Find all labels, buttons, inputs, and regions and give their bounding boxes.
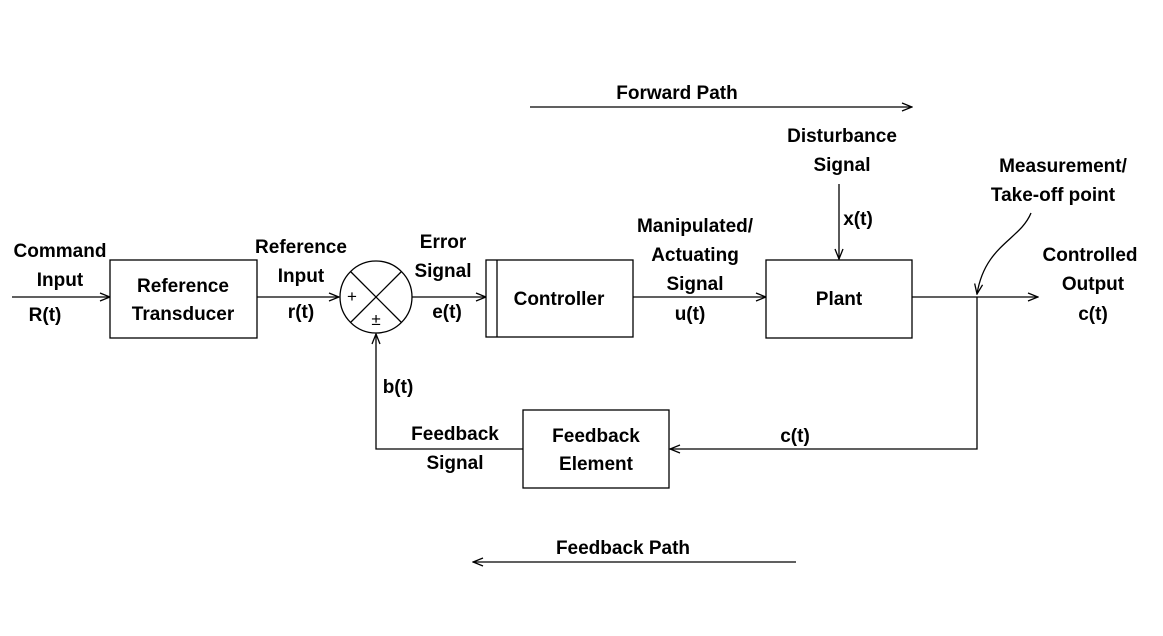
feedback-element-box <box>522 409 670 489</box>
disturbance-signal-line2: Signal <box>813 155 870 176</box>
plant-label: Plant <box>816 289 863 310</box>
reference-input-line1: Reference <box>255 237 347 258</box>
error-signal: Error Signal e(t) <box>412 232 486 323</box>
feedback-path: Feedback Path <box>473 538 796 562</box>
command-input-symbol: R(t) <box>29 305 62 326</box>
reference-transducer-box <box>109 259 258 339</box>
controller-block: Controller <box>485 259 634 338</box>
feedback-element-block: Feedback Element <box>522 409 670 489</box>
manipulated-signal-line1: Manipulated/ <box>637 216 754 237</box>
disturbance-signal-symbol: x(t) <box>843 209 873 230</box>
measurement-point-line2: Take-off point <box>991 185 1116 206</box>
controlled-output-line1: Controlled <box>1043 245 1138 266</box>
summing-point-plus-minus: ± <box>371 310 380 329</box>
controller-label: Controller <box>514 289 605 310</box>
feedback-element-line1: Feedback <box>552 426 640 447</box>
controlled-output-symbol: c(t) <box>1078 304 1108 325</box>
feedback-signal-line1: Feedback <box>411 424 499 445</box>
feedback-signal-line <box>376 334 523 450</box>
feedback-element-line2: Element <box>559 454 634 475</box>
forward-path: Forward Path <box>530 83 912 107</box>
manipulated-signal: Manipulated/ Actuating Signal u(t) <box>633 216 766 325</box>
measurement-point-pointer <box>977 212 1032 294</box>
feedback-loop: c(t) <box>670 297 978 449</box>
feedback-path-label: Feedback Path <box>556 538 690 559</box>
reference-input-line2: Input <box>278 266 325 287</box>
reference-input-symbol: r(t) <box>288 302 314 323</box>
summing-point-cross-b <box>350 271 402 323</box>
plant-block: Plant <box>765 259 913 339</box>
feedback-return-line <box>670 297 978 449</box>
manipulated-signal-line3: Signal <box>666 274 723 295</box>
disturbance-signal-line1: Disturbance <box>787 126 897 147</box>
summing-point-plus: + <box>347 287 357 306</box>
plant-box <box>765 259 913 339</box>
feedback-signal-symbol: b(t) <box>383 377 414 398</box>
reference-transducer-block: Reference Transducer <box>109 259 258 339</box>
reference-transducer-line1: Reference <box>137 276 229 297</box>
reference-transducer-line2: Transducer <box>132 304 235 325</box>
measurement-point-line1: Measurement/ <box>999 156 1127 177</box>
controlled-output-line2: Output <box>1062 274 1125 295</box>
controlled-output: Controlled Output c(t) <box>912 245 1138 325</box>
manipulated-signal-line2: Actuating <box>651 245 739 266</box>
forward-path-label: Forward Path <box>616 83 737 104</box>
error-signal-line2: Signal <box>414 261 471 282</box>
command-input-line2: Input <box>37 270 84 291</box>
reference-input: Reference Input r(t) <box>255 237 347 323</box>
feedback-input-symbol: c(t) <box>780 426 810 447</box>
command-input-line1: Command <box>14 241 107 262</box>
measurement-point: Measurement/ Take-off point <box>977 156 1128 294</box>
error-signal-line1: Error <box>420 232 467 253</box>
command-input: Command Input R(t) <box>12 241 110 326</box>
error-signal-symbol: e(t) <box>432 302 462 323</box>
manipulated-signal-symbol: u(t) <box>675 304 706 325</box>
feedback-signal-line2: Signal <box>426 453 483 474</box>
controller-box <box>485 259 634 338</box>
feedback-signal: Feedback Signal b(t) <box>376 334 523 474</box>
summing-point: + ± <box>339 260 413 334</box>
disturbance-signal: Disturbance Signal x(t) <box>787 126 897 259</box>
